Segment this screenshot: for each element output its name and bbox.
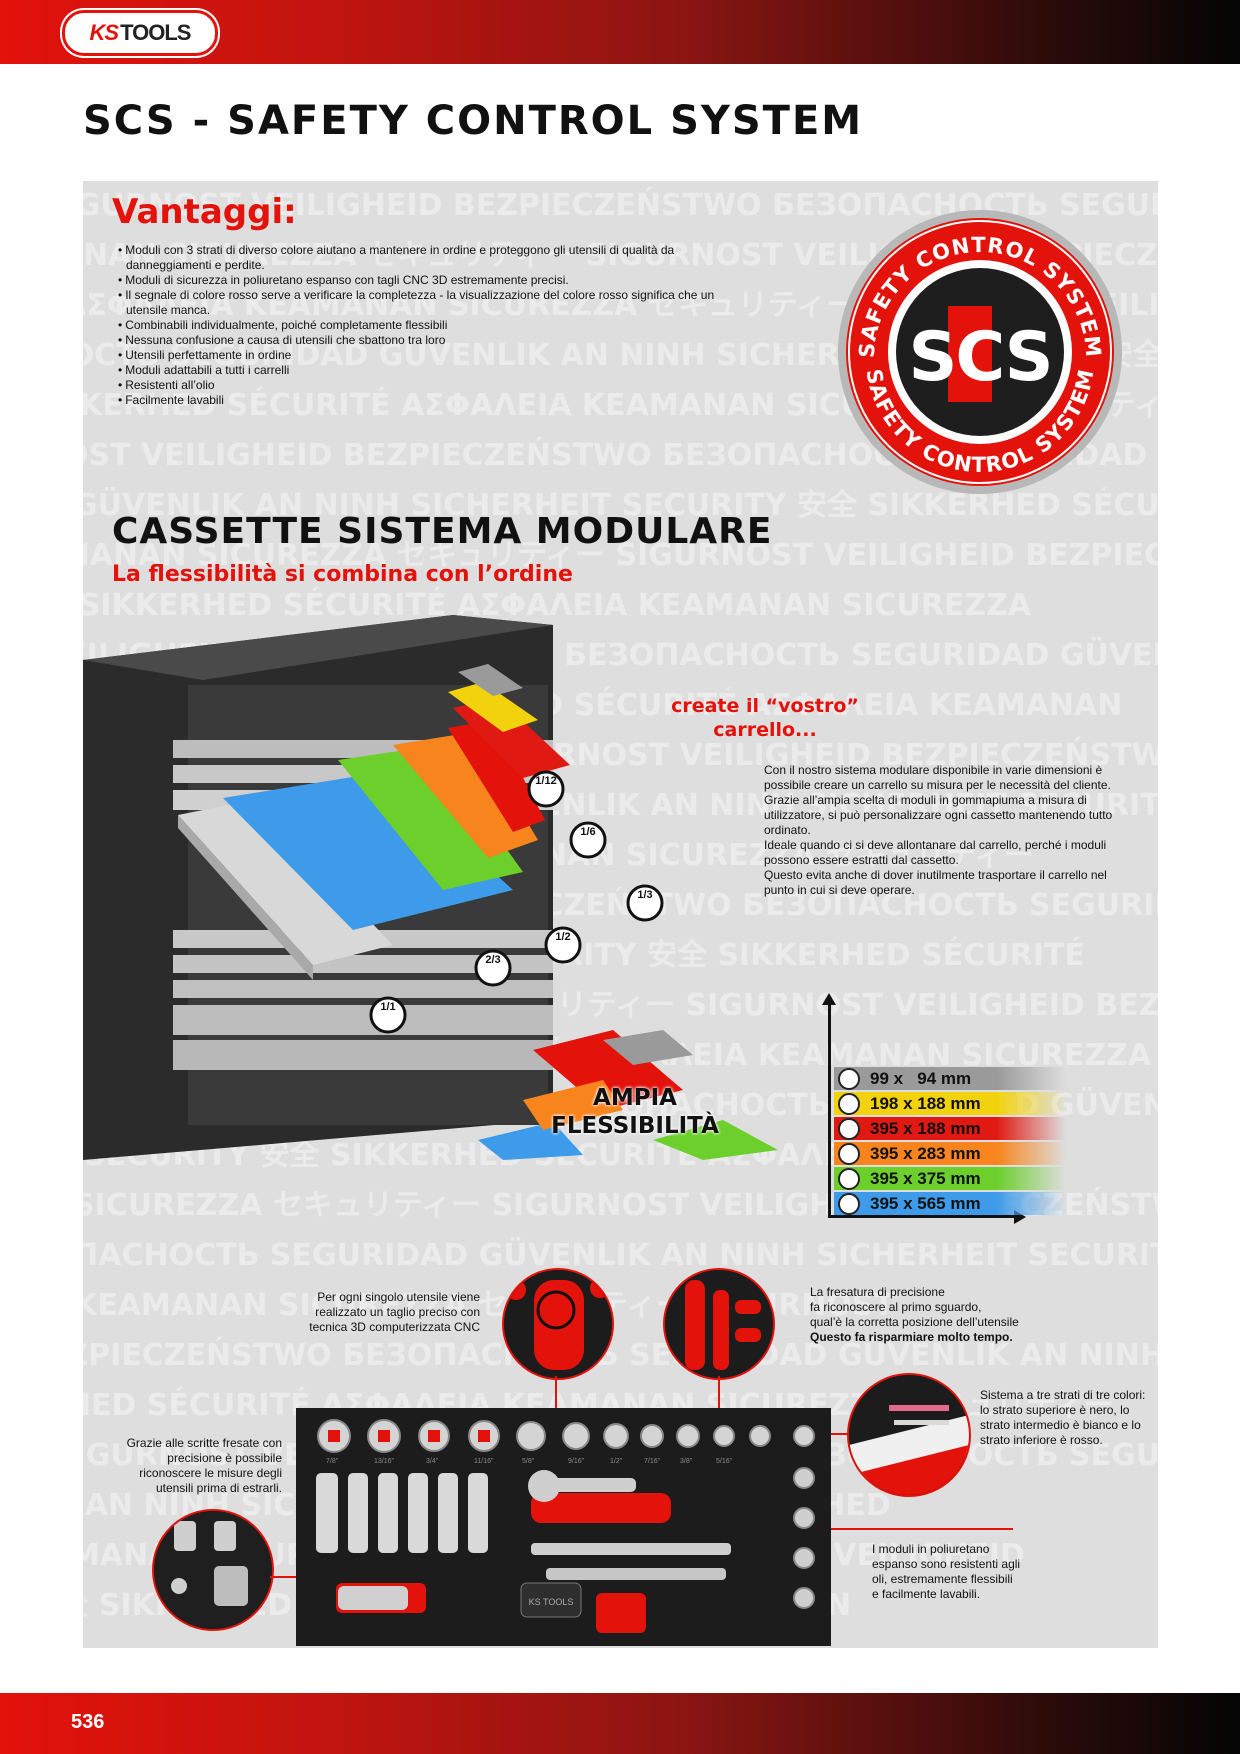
list-item: Utensili perfettamente in ordine xyxy=(116,348,736,363)
modular-tagline: La flessibilità si combina con l’ordine xyxy=(112,562,573,587)
size-label: 395 x 565 mm xyxy=(870,1193,981,1213)
modular-title: CASSETTE SISTEMA MODULARE xyxy=(112,511,773,552)
tray-size-label: 1/2" xyxy=(610,1458,623,1465)
size-label: 99 x 94 mm xyxy=(870,1068,972,1088)
callout-cnc-cut: Per ogni singolo utensile viene realizza… xyxy=(309,1290,480,1334)
flexibility-label: AMPIA FLESSIBILITÀ xyxy=(505,1084,765,1140)
milling-line-3: qual’è la corretta posizione dell’utensi… xyxy=(810,1315,1019,1329)
list-item: Moduli adattabili a tutti i carrelli xyxy=(116,363,736,378)
slogan-line-1: create il “vostro” xyxy=(671,695,859,717)
module-size-chart: 99 x 94 mm 198 x 188 mm 395 x 188 mm 395 x … xyxy=(822,993,1066,1225)
module-1-2 xyxy=(393,732,538,858)
tray-size-label: 3/8" xyxy=(680,1458,693,1465)
modular-description: Con il nostro sistema modulare disponibi… xyxy=(764,763,1113,897)
scs-badge-logo: SAFETY CONTROL SYSTEM SAFETY CONTROL SYS… xyxy=(838,210,1122,494)
top-bar: KS TOOLS xyxy=(0,0,1240,64)
size-axis-vertical xyxy=(828,1003,831,1218)
module-2-3 xyxy=(338,746,523,890)
advantages-list: Moduli con 3 strati di diverso colore ai… xyxy=(116,243,736,408)
slogan-line-2: carrello... xyxy=(713,719,817,741)
module-size-icon xyxy=(838,1067,860,1090)
module-label: 1/6 xyxy=(580,826,595,838)
flexibility-line-2: FLESSIBILITÀ xyxy=(551,1113,719,1139)
tray-size-label: 5/8" xyxy=(522,1458,535,1465)
tray-size-label: 7/16" xyxy=(644,1458,661,1465)
tray-brand: KS TOOLS xyxy=(529,1597,574,1607)
size-label: 198 x 188 mm xyxy=(870,1093,981,1113)
arrow-up-icon xyxy=(822,993,836,1005)
tray-size-label: 5/16" xyxy=(716,1458,733,1465)
module-size-icon xyxy=(838,1117,860,1140)
tool-tray-photo: 7/8" 13/16" 3/4" 11/16" 5/8" 9/16" 1/2" … xyxy=(296,1408,831,1646)
milling-line-2: fa riconoscere al primo sguardo, xyxy=(810,1300,982,1314)
module-size-icon xyxy=(838,1192,860,1215)
flexibility-line-1: AMPIA xyxy=(593,1085,677,1111)
tray-size-label: 9/16" xyxy=(568,1458,585,1465)
page-number: 536 xyxy=(71,1711,105,1733)
size-label: 395 x 188 mm xyxy=(870,1118,981,1138)
size-row: 395 x 283 mm xyxy=(834,1142,1066,1165)
list-item: Moduli di sicurezza in poliuretano espan… xyxy=(116,273,736,288)
size-label: 395 x 375 mm xyxy=(870,1168,981,1188)
list-item: Facilmente lavabili xyxy=(116,393,736,408)
brand-logo: KS TOOLS xyxy=(62,10,218,56)
callout-line xyxy=(818,1528,1013,1530)
size-row: 395 x 565 mm xyxy=(834,1192,1066,1215)
list-item: Moduli con 3 strati di diverso colore ai… xyxy=(116,243,736,273)
size-row: 198 x 188 mm xyxy=(834,1092,1066,1115)
module-size-icon xyxy=(838,1167,860,1190)
badge-letters: SCS xyxy=(908,318,1051,397)
list-item: Nessuna confusione a causa di utensili c… xyxy=(116,333,736,348)
module-1-12 xyxy=(448,682,538,732)
module-size-icon xyxy=(838,1142,860,1165)
module-label: 2/3 xyxy=(485,954,500,966)
size-row: 395 x 188 mm xyxy=(834,1117,1066,1140)
tray-size-label: 13/16" xyxy=(374,1458,395,1465)
zoom-milled-labels xyxy=(152,1509,274,1631)
list-item: Resistenti all’olio xyxy=(116,378,736,393)
module-gray xyxy=(458,664,523,696)
page-title: SCS - SAFETY CONTROL SYSTEM xyxy=(83,98,864,144)
callout-line xyxy=(820,1433,848,1435)
advantages-heading: Vantaggi: xyxy=(112,192,297,232)
size-axis-horizontal xyxy=(828,1215,1018,1218)
tray-size-label: 3/4" xyxy=(426,1458,439,1465)
zoom-ratchet-cut xyxy=(502,1268,614,1380)
callout-precision-milling: La fresatura di precisione fa riconoscer… xyxy=(810,1285,1060,1345)
module-1-6 xyxy=(453,698,570,778)
module-size-icon xyxy=(838,1092,860,1115)
tray-size-label: 7/8" xyxy=(326,1458,339,1465)
module-label: 1/3 xyxy=(637,889,652,901)
list-item: Combinabili individualmente, poiché comp… xyxy=(116,318,736,333)
callout-milled-labels: Grazie alle scritte fresate con precisio… xyxy=(126,1436,282,1495)
size-label: 395 x 283 mm xyxy=(870,1143,981,1163)
modular-drawer-illustration: 1/12 1/6 1/3 1/2 2/3 1/1 xyxy=(83,615,778,1160)
zoom-three-layers xyxy=(847,1373,971,1497)
module-label: 1/1 xyxy=(380,1001,395,1013)
bottom-bar xyxy=(0,1693,1240,1754)
module-label: 1/12 xyxy=(535,775,556,787)
milling-bold: Questo fa risparmiare molto tempo. xyxy=(810,1330,1013,1344)
callout-three-layers: Sistema a tre strati di tre colori: lo s… xyxy=(980,1388,1146,1447)
zoom-precision-milling xyxy=(663,1268,775,1380)
tray-size-label: 11/16" xyxy=(474,1458,494,1465)
module-label: 1/2 xyxy=(555,931,570,943)
list-item: Il segnale di colore rosso serve a verif… xyxy=(116,288,736,318)
milling-line-1: La fresatura di precisione xyxy=(810,1285,945,1299)
size-row: 99 x 94 mm xyxy=(834,1067,1066,1090)
module-1-1 xyxy=(223,772,513,930)
slogan: create il “vostro” carrello... xyxy=(640,694,890,742)
module-1-3 xyxy=(448,720,545,832)
logo-tools-text: TOOLS xyxy=(120,20,191,45)
size-row: 395 x 375 mm xyxy=(834,1167,1066,1190)
callout-oil-resistant: I moduli in poliuretano espanso sono res… xyxy=(872,1542,1021,1601)
logo-ks-text: KS xyxy=(89,20,120,45)
